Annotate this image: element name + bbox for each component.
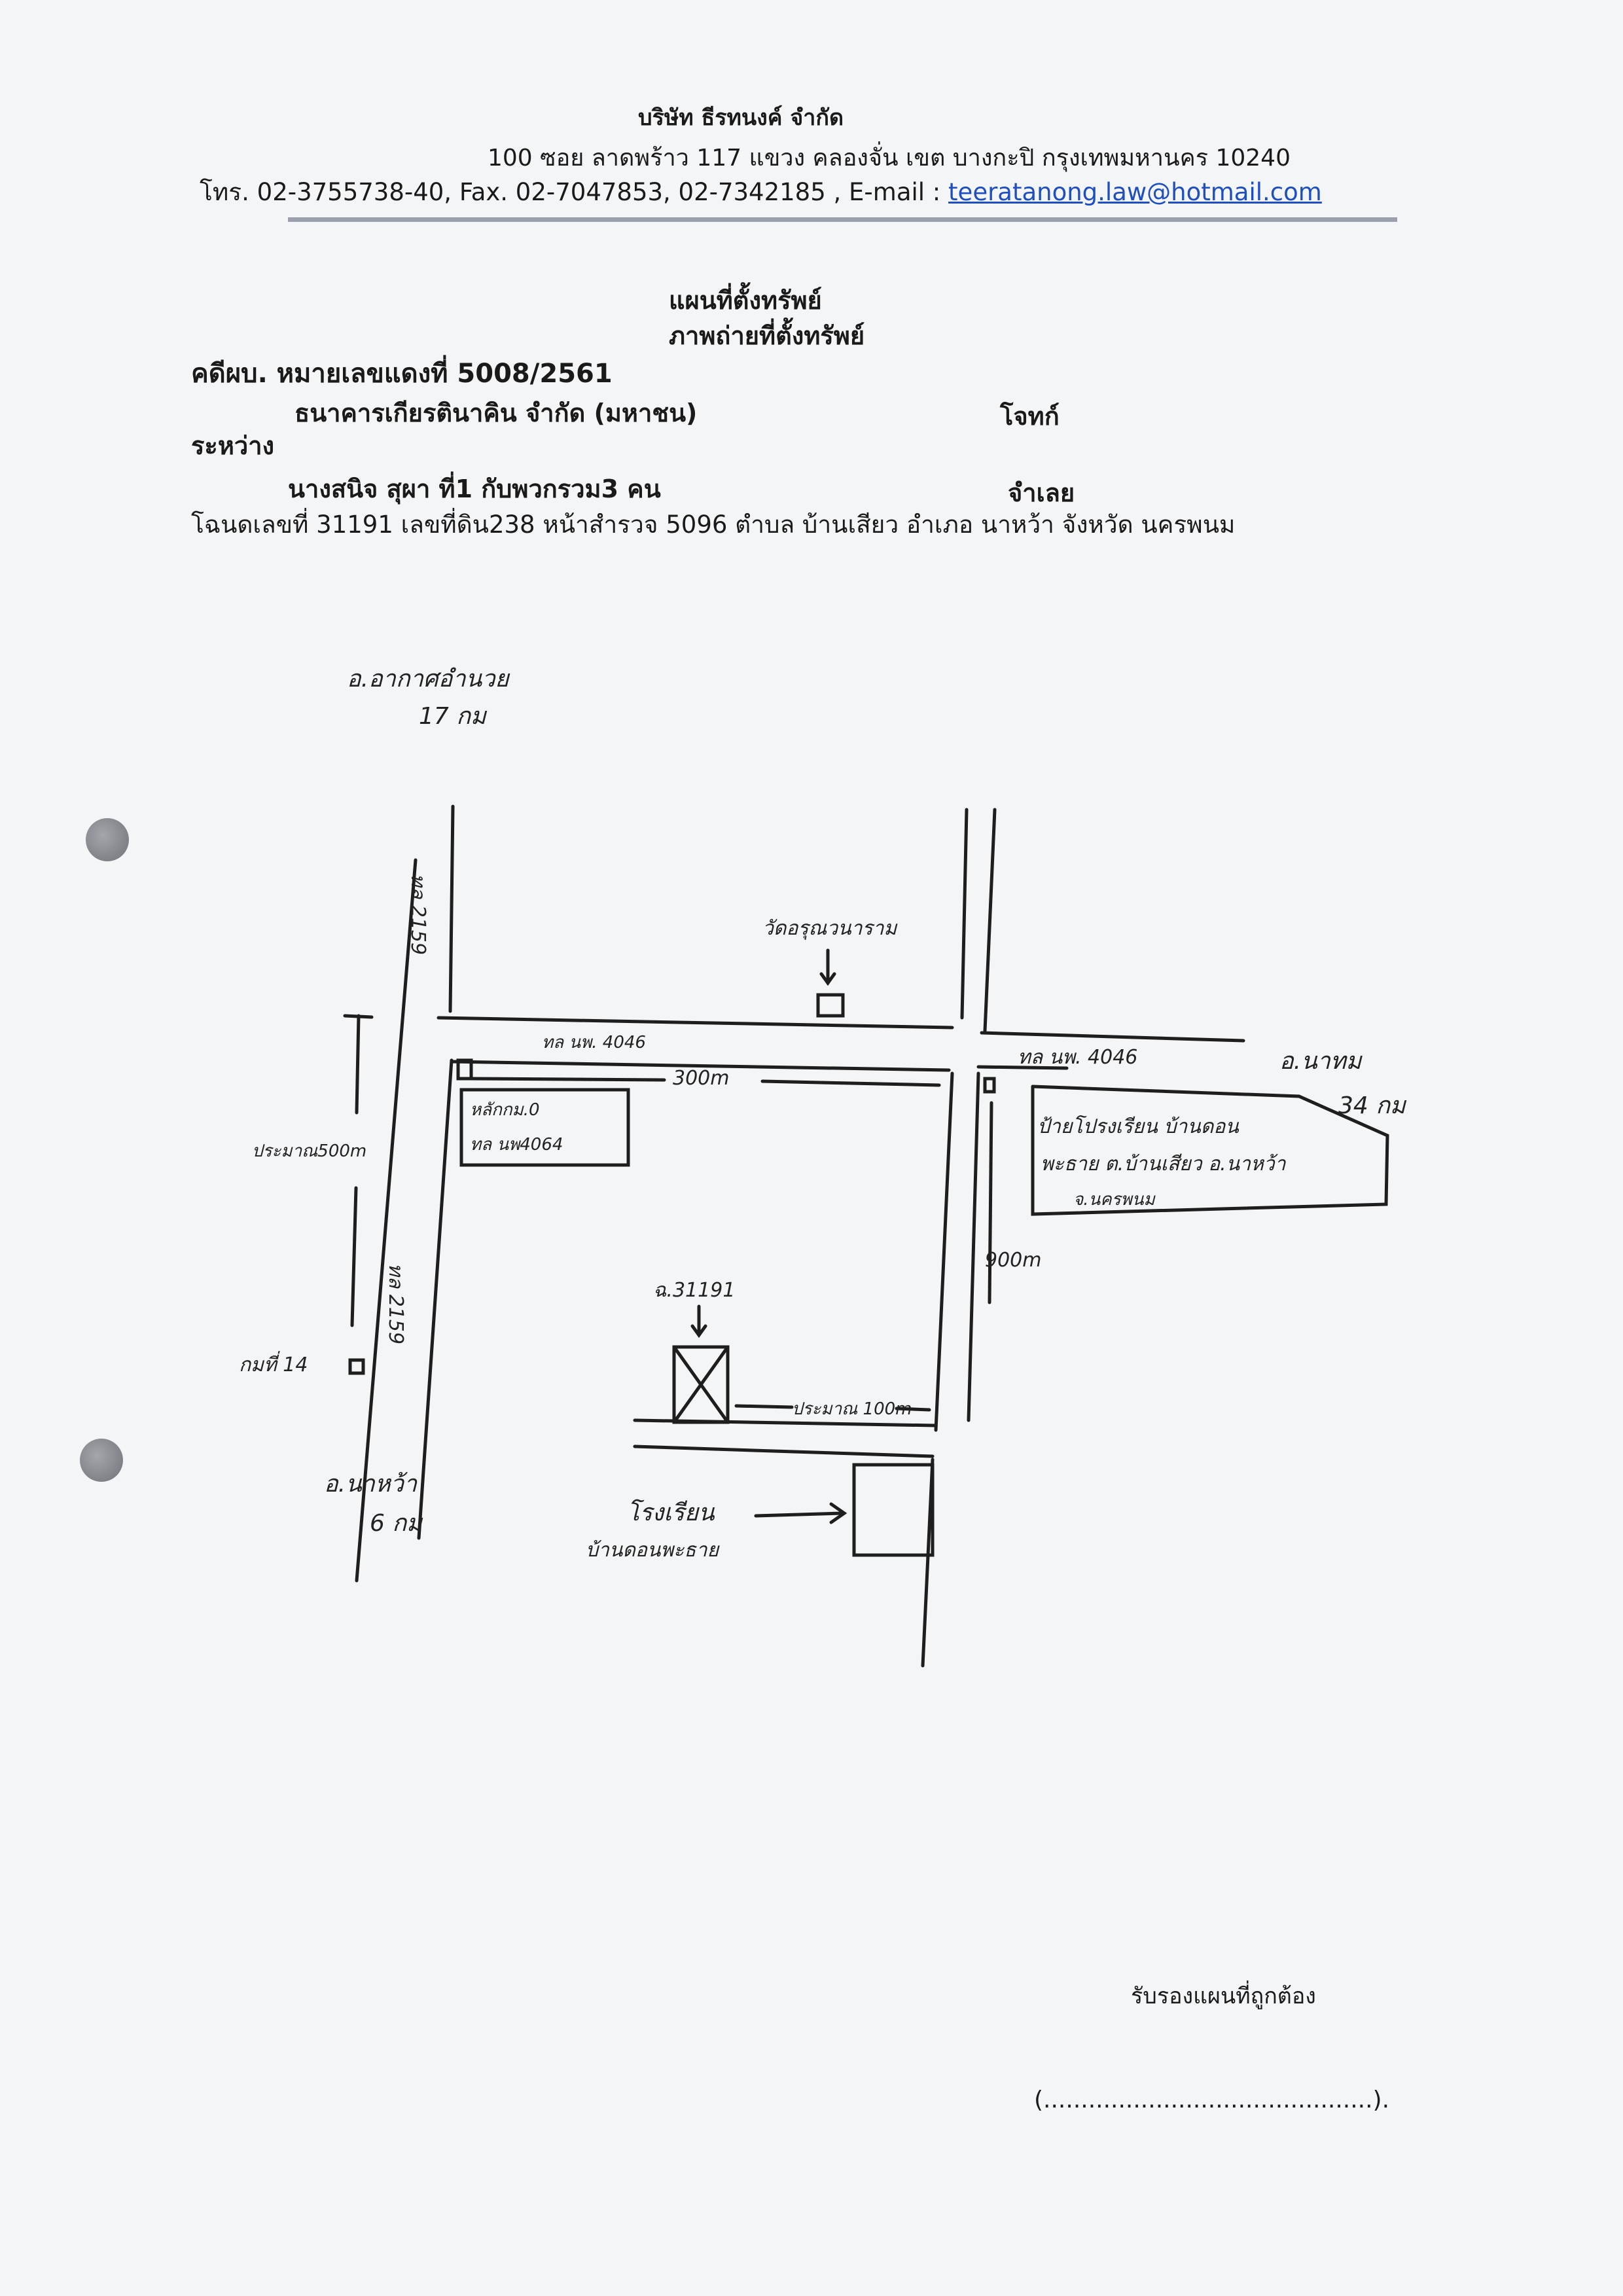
dim-500-bottom (350, 1186, 358, 1327)
road-2159-line-a (448, 804, 455, 1013)
label-sign-line2: พะธาย ต.บ้านเสียว อ.นาหว้า (1041, 1153, 1286, 1175)
label-plot: ฉ.31191 (653, 1279, 736, 1302)
dim-300-left (469, 1077, 666, 1082)
dim-100-right (895, 1407, 931, 1412)
signature-line: (.......................................… (1034, 2087, 1390, 2113)
label-km0-line1: หลักกม.0 (470, 1100, 540, 1120)
km0-post (456, 1058, 473, 1081)
dim-500-top (355, 1014, 361, 1115)
sign-post (983, 1077, 996, 1094)
label-road-2159-top: ทล 2159 (406, 874, 429, 956)
dim-500-tick (343, 1014, 374, 1019)
school-arrow (754, 1511, 845, 1518)
label-to-akat: อ.อากาศอำนวย (347, 666, 509, 692)
punch-hole-top (86, 818, 129, 861)
plaintiff-name: ธนาคารเกียรตินาคิน จำกัด (มหาชน) (294, 399, 698, 427)
label-road-4046-right: ทล นพ. 4046 (1018, 1046, 1138, 1069)
company-name: บริษัท ธีรทนงค์ จำกัด (638, 105, 844, 131)
contact-text: โทร. 02-3755738-40, Fax. 02-7047853, 02-… (200, 178, 949, 206)
temple-arrowhead (819, 972, 836, 986)
label-approx-500: ประมาณ500m (252, 1141, 367, 1161)
doc-title: แผนที่ตั้งทรัพย์ (669, 286, 822, 315)
dim-300-right (760, 1079, 941, 1087)
road-2159-line-b (355, 858, 418, 1583)
label-to-natom-dist: 34 กม (1338, 1092, 1406, 1119)
label-sign-line3: จ.นครพนม (1073, 1190, 1155, 1210)
certify-text: รับรองแผนที่ถูกต้อง (1131, 1983, 1316, 2009)
company-contact: โทร. 02-3755738-40, Fax. 02-7047853, 02-… (200, 173, 1322, 211)
label-temple: วัดอรุณวนาราม (762, 917, 897, 940)
deed-info: โฉนดเลขที่ 31191 เลขที่ดิน238 หน้าสำรวจ … (191, 511, 1236, 539)
temple-marker (816, 993, 845, 1018)
label-to-natom: อ.นาทม (1279, 1048, 1362, 1075)
center-road-right-lower (967, 1071, 980, 1422)
km0-box (459, 1088, 630, 1167)
label-sign-line1: ป้ายโปรงเรียน บ้านดอน (1037, 1115, 1239, 1138)
center-road-left-lower (934, 1071, 954, 1432)
punch-hole-bottom (80, 1439, 123, 1482)
km14-marker (348, 1358, 365, 1375)
label-dist-900: 900m (985, 1249, 1042, 1272)
road-4046-bottom-right (976, 1065, 1069, 1070)
doc-subtitle: ภาพถ่ายที่ตั้งทรัพย์ (669, 321, 865, 350)
defendant-name: นางสนิจ สุผา ที่1 กับพวกรวม3 คน (288, 475, 661, 503)
label-school-line2: บ้านดอนพะธาย (586, 1539, 719, 1562)
road-4046-top-left (437, 1016, 954, 1030)
plot-arrowhead (690, 1324, 707, 1338)
label-school-line1: โรงเรียน (627, 1499, 715, 1526)
label-approx-100: ประมาณ 100m (792, 1399, 912, 1419)
case-number: คดีผบ. หมายเลขแดงที่ 5008/2561 (191, 359, 613, 389)
plaintiff-role: โจทก์ (1000, 402, 1060, 431)
school-arrowhead (829, 1502, 847, 1524)
school-building (852, 1463, 935, 1557)
center-road-left-upper (960, 808, 969, 1020)
road-4046-bottom-left (450, 1060, 951, 1072)
label-km14: กมที่ 14 (239, 1354, 308, 1376)
center-road-right-upper (983, 808, 997, 1033)
label-to-nawa-dist: 6 กม (370, 1510, 422, 1537)
email-link[interactable]: teeratanong.law@hotmail.com (948, 178, 1322, 206)
dim-100-left (734, 1404, 794, 1409)
dim-900 (988, 1101, 993, 1304)
label-to-akat-dist: 17 กม (419, 703, 486, 730)
header-divider (288, 217, 1397, 222)
sign-box (1031, 1085, 1389, 1216)
company-address: 100 ซอย ลาดพร้าว 117 แขวง คลองจั่น เขต บ… (488, 145, 1291, 171)
defendant-role: จำเลย (1008, 478, 1075, 507)
between-label: ระหว่าง (191, 431, 275, 460)
label-km0-line2: ทล นพ4064 (470, 1135, 563, 1155)
label-road-2159-bottom: ทล 2159 (384, 1263, 407, 1345)
label-road-4046-left: ทล นพ. 4046 (542, 1033, 646, 1052)
road-4046-top-right (980, 1031, 1245, 1043)
label-to-nawa: อ.นาหว้า (324, 1471, 418, 1498)
side-road-bottom (633, 1444, 935, 1458)
plot-box (672, 1345, 730, 1424)
plot-x-b (672, 1345, 730, 1424)
road-2159-line-c (417, 1058, 454, 1540)
label-dist-300: 300m (673, 1067, 730, 1090)
